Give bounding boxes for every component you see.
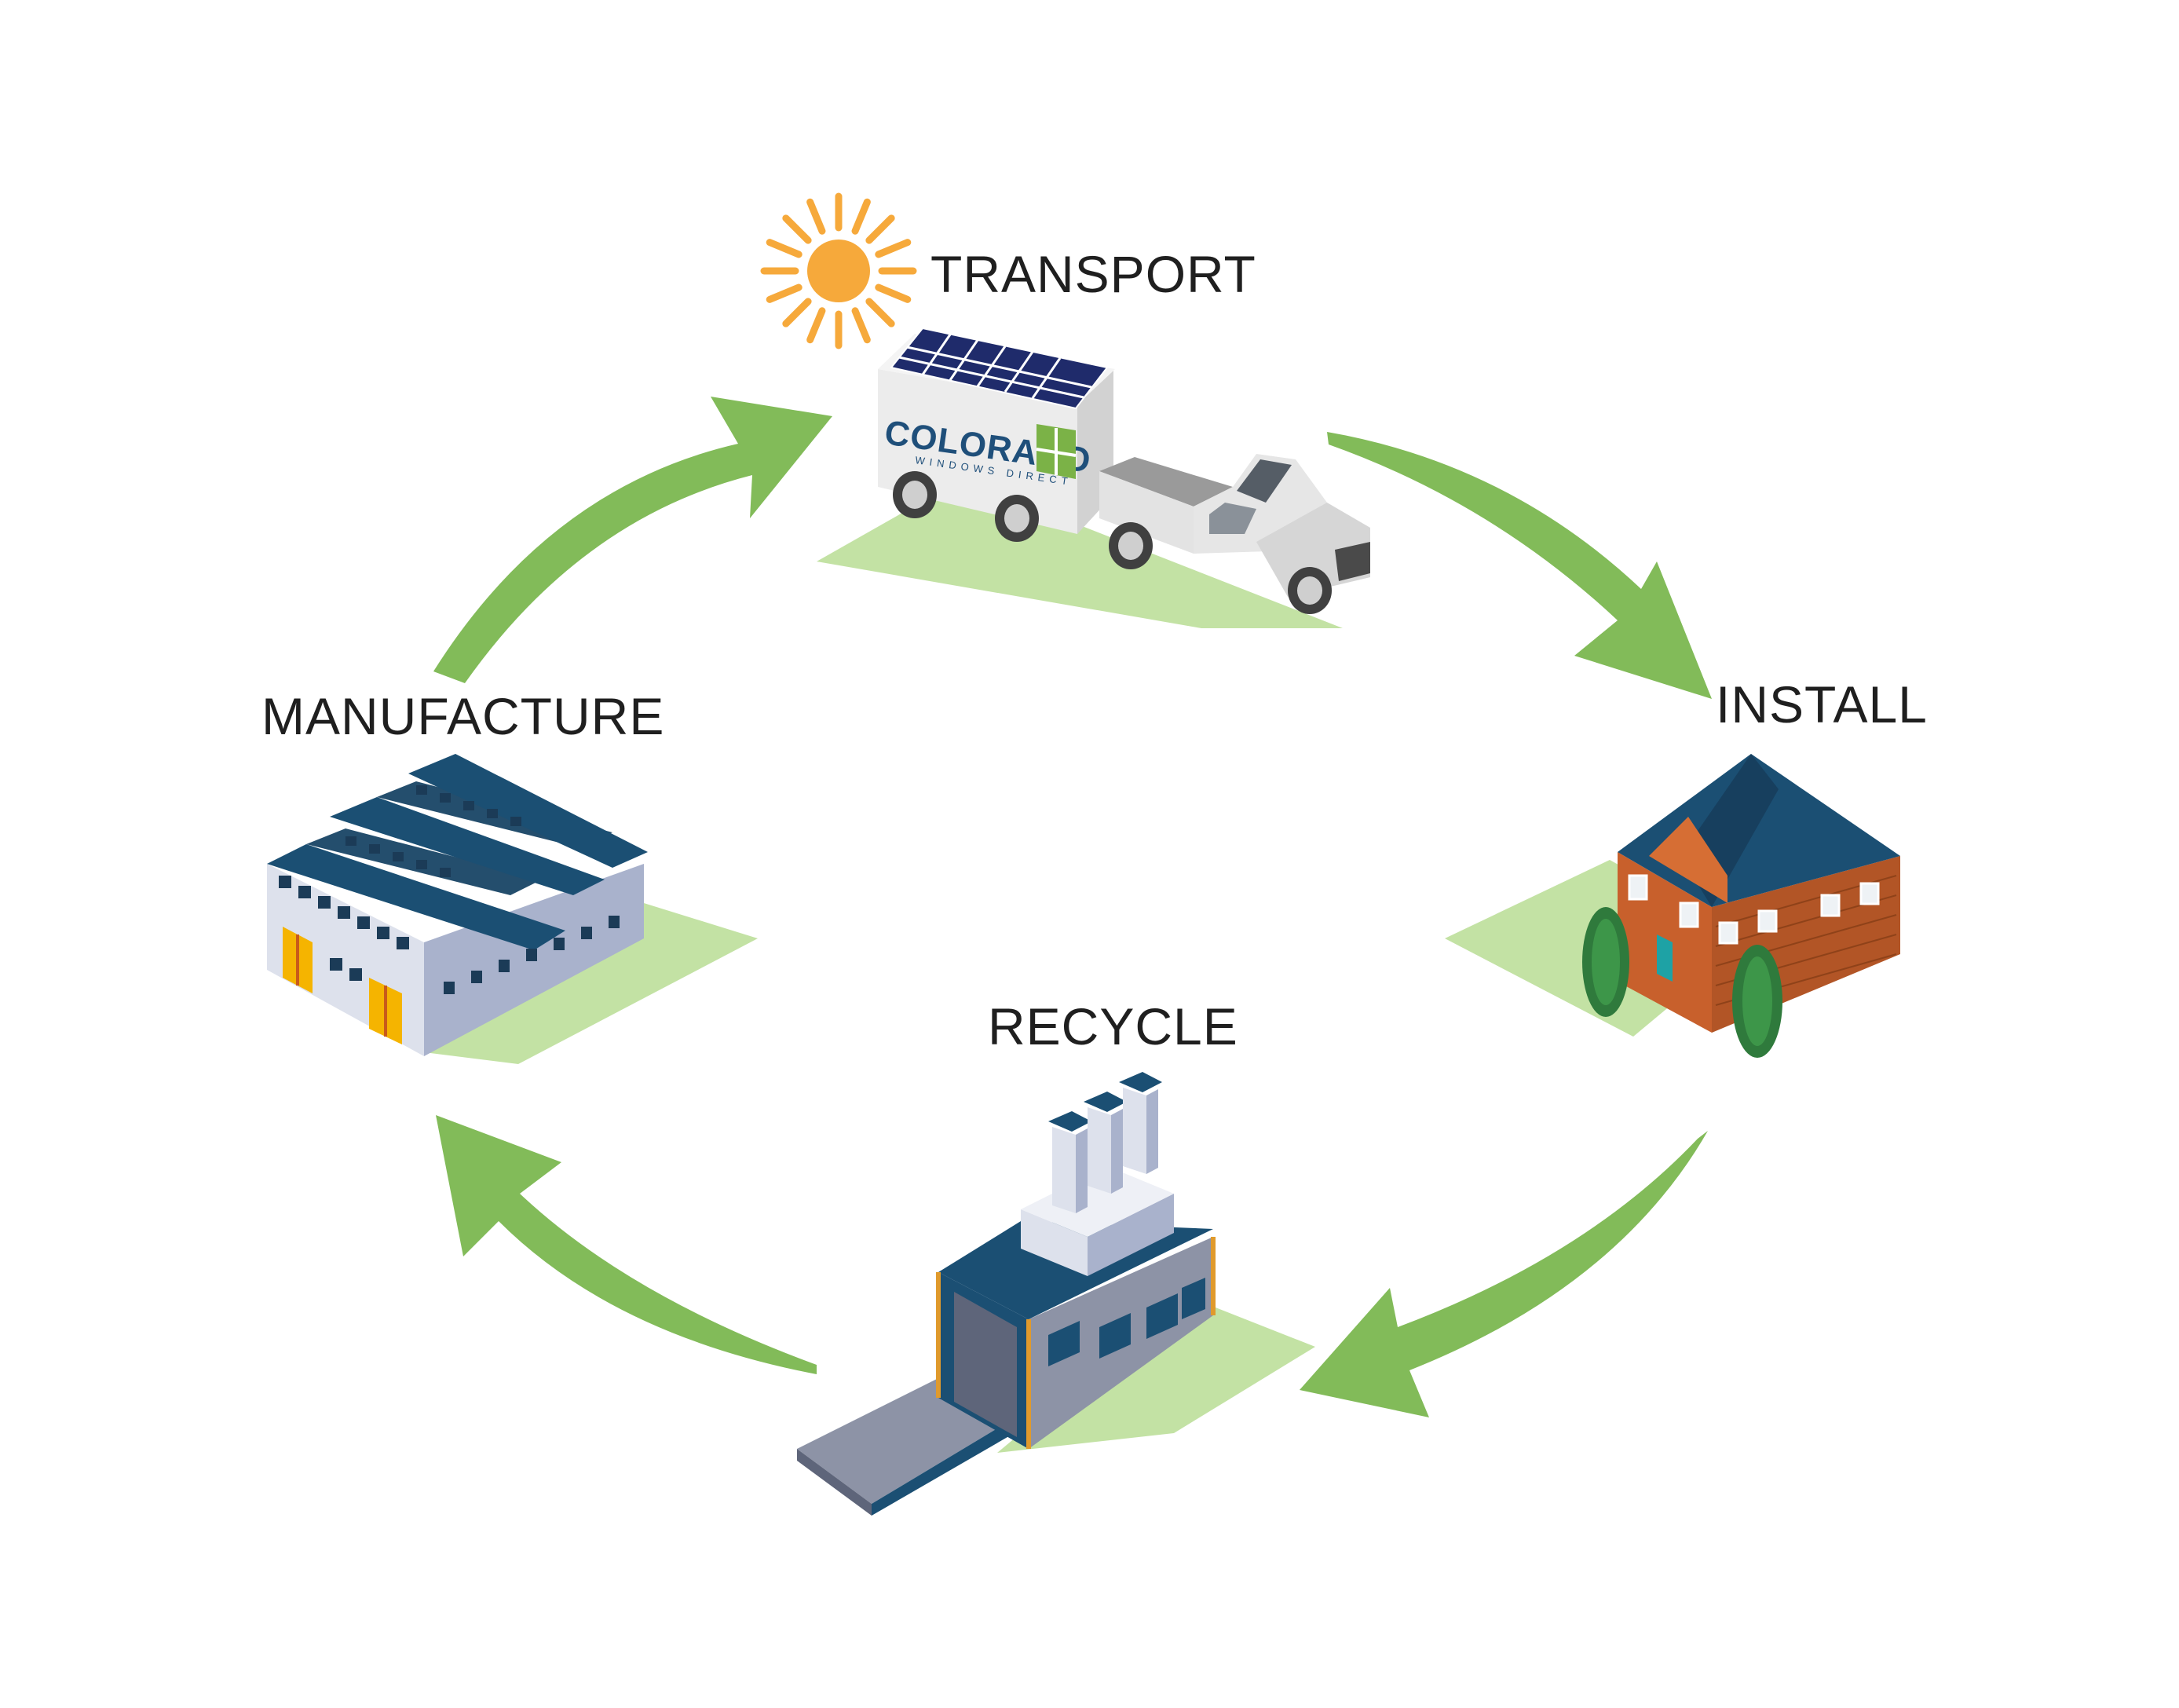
sun-ray	[782, 298, 812, 327]
sun-ray	[865, 214, 895, 244]
ground-transport	[817, 479, 1343, 628]
tree-icons	[1582, 907, 1782, 1058]
sun-ray	[875, 283, 912, 303]
label-recycle: RECYCLE	[988, 997, 1238, 1055]
truck-wheels	[893, 471, 1332, 614]
truck-icon: COLORADO WINDOWS DIRECT	[878, 327, 1370, 614]
stage-labels: TRANSPORT INSTALL RECYCLE MANUFACTURE	[261, 245, 1928, 1055]
sun-icon	[760, 192, 917, 349]
factory-icon	[267, 754, 648, 1056]
arrow-install-to-recycle	[1300, 1131, 1708, 1417]
cycle-arrows	[433, 397, 1712, 1417]
recycling-plant-icon	[797, 1072, 1216, 1516]
label-manufacture: MANUFACTURE	[261, 687, 664, 745]
sun-ray	[806, 307, 826, 344]
sun-ray	[851, 198, 871, 235]
sun-ray	[865, 298, 895, 327]
sun-ray	[851, 307, 871, 344]
label-transport: TRANSPORT	[930, 245, 1256, 303]
chimney-icons	[1048, 1072, 1162, 1213]
label-install: INSTALL	[1716, 675, 1928, 733]
sun-ray	[766, 283, 803, 303]
sun-ray	[875, 239, 912, 258]
solar-panel-icon	[890, 327, 1109, 410]
arrow-recycle-to-manufacture	[436, 1115, 817, 1374]
arrow-transport-to-install	[1327, 432, 1712, 699]
sun-ray	[782, 214, 812, 244]
house-icon	[1582, 754, 1900, 1058]
sun-ray	[766, 239, 803, 258]
sun-ray	[806, 198, 826, 235]
arrow-manufacture-to-transport	[433, 397, 832, 683]
ground-manufacture	[424, 903, 758, 1064]
